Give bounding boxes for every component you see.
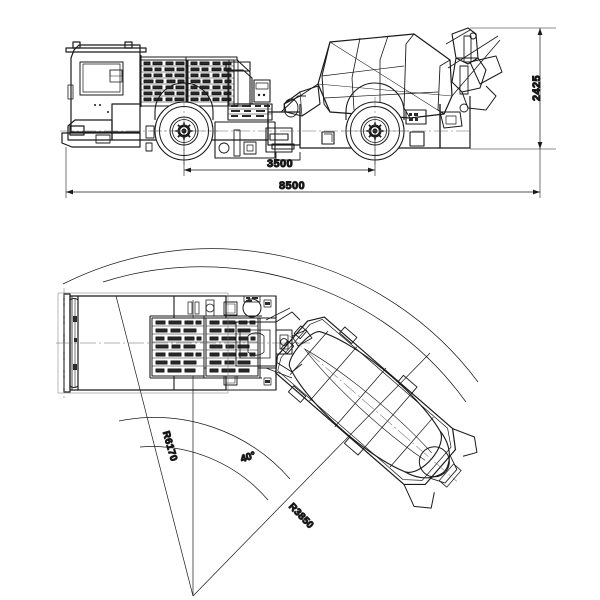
wheel-arches [154,82,405,120]
discharge-chute [439,27,503,129]
cab [65,41,147,133]
side-view-dimensions: 2425 3500 8500 [65,27,556,198]
plan-front-bumper-detail [69,298,79,388]
dimension-wheelbase-label: 3500 [267,158,293,170]
dimension-overall-length-label: 8500 [279,180,305,192]
side-elevation-view [60,27,503,167]
dimension-overall-height: 2425 [470,27,556,150]
equipment-boxes [225,61,273,121]
side-tank-panel [145,121,276,159]
plan-drum-supports [280,325,418,456]
rear-body [321,109,427,147]
outer-turning-arc-2 [102,266,467,403]
outer-turning-arc [62,248,479,383]
turning-circle-arcs [62,248,479,501]
dimension-wheelbase: 3500 [183,131,376,176]
articulation-joint [265,95,306,161]
radius-line-angled [192,352,431,597]
radius-line-outer [115,295,194,597]
plan-grille-assembly [149,315,262,379]
plan-front-module [56,288,310,398]
plan-rear-centreline [289,335,458,482]
plan-rear-mixer-module [275,316,478,509]
inner-turning-arc [118,417,291,480]
dimension-overall-height-label: 2425 [531,75,543,101]
plan-drum-body [288,330,442,473]
front-bumper [61,132,141,148]
plan-extension-box [57,292,229,394]
angle-arc [139,446,269,501]
label-articulation-angle: 40° [239,450,257,465]
dimension-overall-length: 8500 [65,147,541,198]
